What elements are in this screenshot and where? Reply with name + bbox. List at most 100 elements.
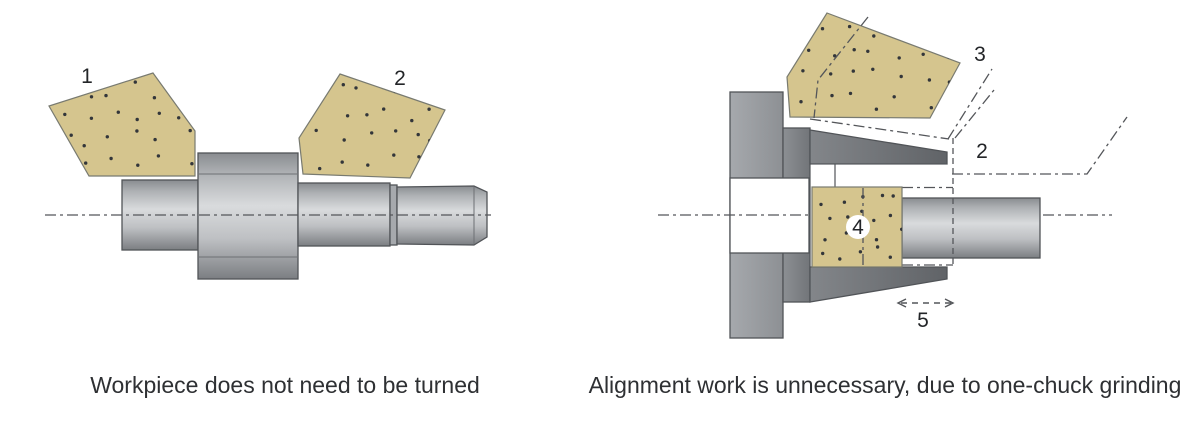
grit-dot [354, 86, 358, 90]
grit-dot [188, 128, 192, 133]
right-workpiece-shaft [901, 197, 1041, 259]
arrow-right-icon [944, 298, 955, 308]
right-caption: Alignment work is unnecessary, due to on… [589, 372, 1182, 398]
grit-dot [874, 238, 879, 242]
grit-dot [427, 107, 431, 111]
grit-dot [852, 48, 856, 52]
grit-dot [888, 255, 892, 259]
grit-dot [872, 34, 876, 38]
grit-dot [897, 56, 901, 60]
grit-dot [429, 153, 434, 158]
grit-dot [135, 129, 139, 133]
grit-dot [848, 91, 853, 96]
grit-dot [900, 227, 902, 232]
grit-dot [899, 74, 903, 79]
grit-dot [797, 22, 801, 26]
grit-dot [340, 160, 344, 164]
grit-dot [318, 166, 322, 171]
grit-dot [152, 96, 157, 100]
right-diagram: 3 2 4 5 Alignment work is unnecessary, d… [589, 12, 1182, 398]
grit-dot [875, 245, 880, 249]
grit-dot [892, 95, 896, 99]
grit-dot [69, 133, 73, 137]
grit-dot [417, 155, 421, 159]
grit-dot [871, 67, 875, 72]
grit-dot [153, 137, 157, 142]
grit-dot [888, 213, 893, 218]
wheel-3-profile-phantom-line [813, 16, 869, 119]
grit-dot [89, 116, 94, 121]
arrow-left-icon [896, 298, 907, 308]
grinding-wheel-1 [48, 72, 196, 177]
grit-dot [858, 250, 863, 254]
grit-dot [838, 257, 842, 261]
grit-dot [939, 34, 943, 38]
grit-dot [84, 161, 88, 165]
grit-dot [799, 100, 803, 104]
grit-dot [866, 49, 870, 53]
grit-dot [366, 163, 370, 167]
wheel-edge-phantom-line-a [947, 68, 993, 140]
grit-dot [919, 21, 923, 25]
grit-dot [177, 116, 181, 120]
grit-dot [116, 110, 121, 114]
grit-dot [820, 27, 825, 31]
grit-dot [341, 83, 345, 87]
grit-dot [105, 135, 110, 139]
grit-dot [807, 48, 811, 52]
profile-label: 2 [976, 140, 988, 163]
grit-dot [410, 118, 414, 123]
taper-contact-phantom-line [809, 118, 950, 140]
grinding-wheel-2 [298, 73, 446, 179]
wheel-4-grit-dots [819, 193, 902, 261]
grit-dot [156, 154, 161, 158]
grit-dot [847, 24, 852, 29]
grit-dot [891, 194, 895, 198]
grit-dot [191, 88, 195, 92]
grinding-wheel-3 [786, 12, 961, 119]
grit-dot [394, 129, 398, 133]
collet-cone-top [809, 129, 948, 165]
grit-dot [345, 114, 350, 118]
grit-dot [310, 108, 315, 113]
dimension-arrow-icon [896, 298, 955, 308]
collet-cone-bottom [809, 266, 948, 303]
left-diagram: 1 2 Workpiece does not need to be turned [45, 65, 491, 398]
grit-dot [365, 113, 369, 117]
grit-dot [437, 91, 441, 95]
grit-dot [59, 94, 63, 99]
wheel-2-label: 2 [394, 67, 406, 90]
left-caption: Workpiece does not need to be turned [90, 372, 480, 398]
wheel-4-label: 4 [852, 216, 864, 239]
grit-dot [309, 88, 313, 92]
grit-dot [823, 238, 827, 242]
grit-dot [833, 54, 837, 58]
grit-dot [157, 111, 161, 116]
grit-dot [63, 112, 67, 117]
grit-dot [927, 78, 932, 82]
grit-dot [392, 153, 396, 157]
grit-dot [136, 163, 140, 167]
wheel-4-label-badge [846, 215, 870, 239]
grit-dot [109, 156, 113, 161]
grit-dot [190, 162, 194, 166]
grit-dot [801, 69, 805, 73]
grit-dot [892, 32, 897, 37]
grit-dot [819, 202, 823, 207]
grit-dot [921, 52, 925, 56]
grit-dot [342, 138, 346, 142]
grit-dot [851, 69, 855, 73]
grit-dot [65, 167, 70, 171]
grit-dot [874, 107, 879, 111]
grit-dot [830, 93, 834, 98]
grit-dot [929, 106, 933, 110]
wheel-1-label: 1 [81, 65, 93, 88]
grit-dot [104, 93, 108, 98]
grit-dot [846, 215, 850, 219]
grit-dot [133, 80, 137, 84]
left-shaft-flange [197, 152, 299, 280]
retract-path-phantom-line [952, 116, 1128, 175]
grit-dot [842, 200, 847, 204]
grit-dot [82, 144, 86, 148]
